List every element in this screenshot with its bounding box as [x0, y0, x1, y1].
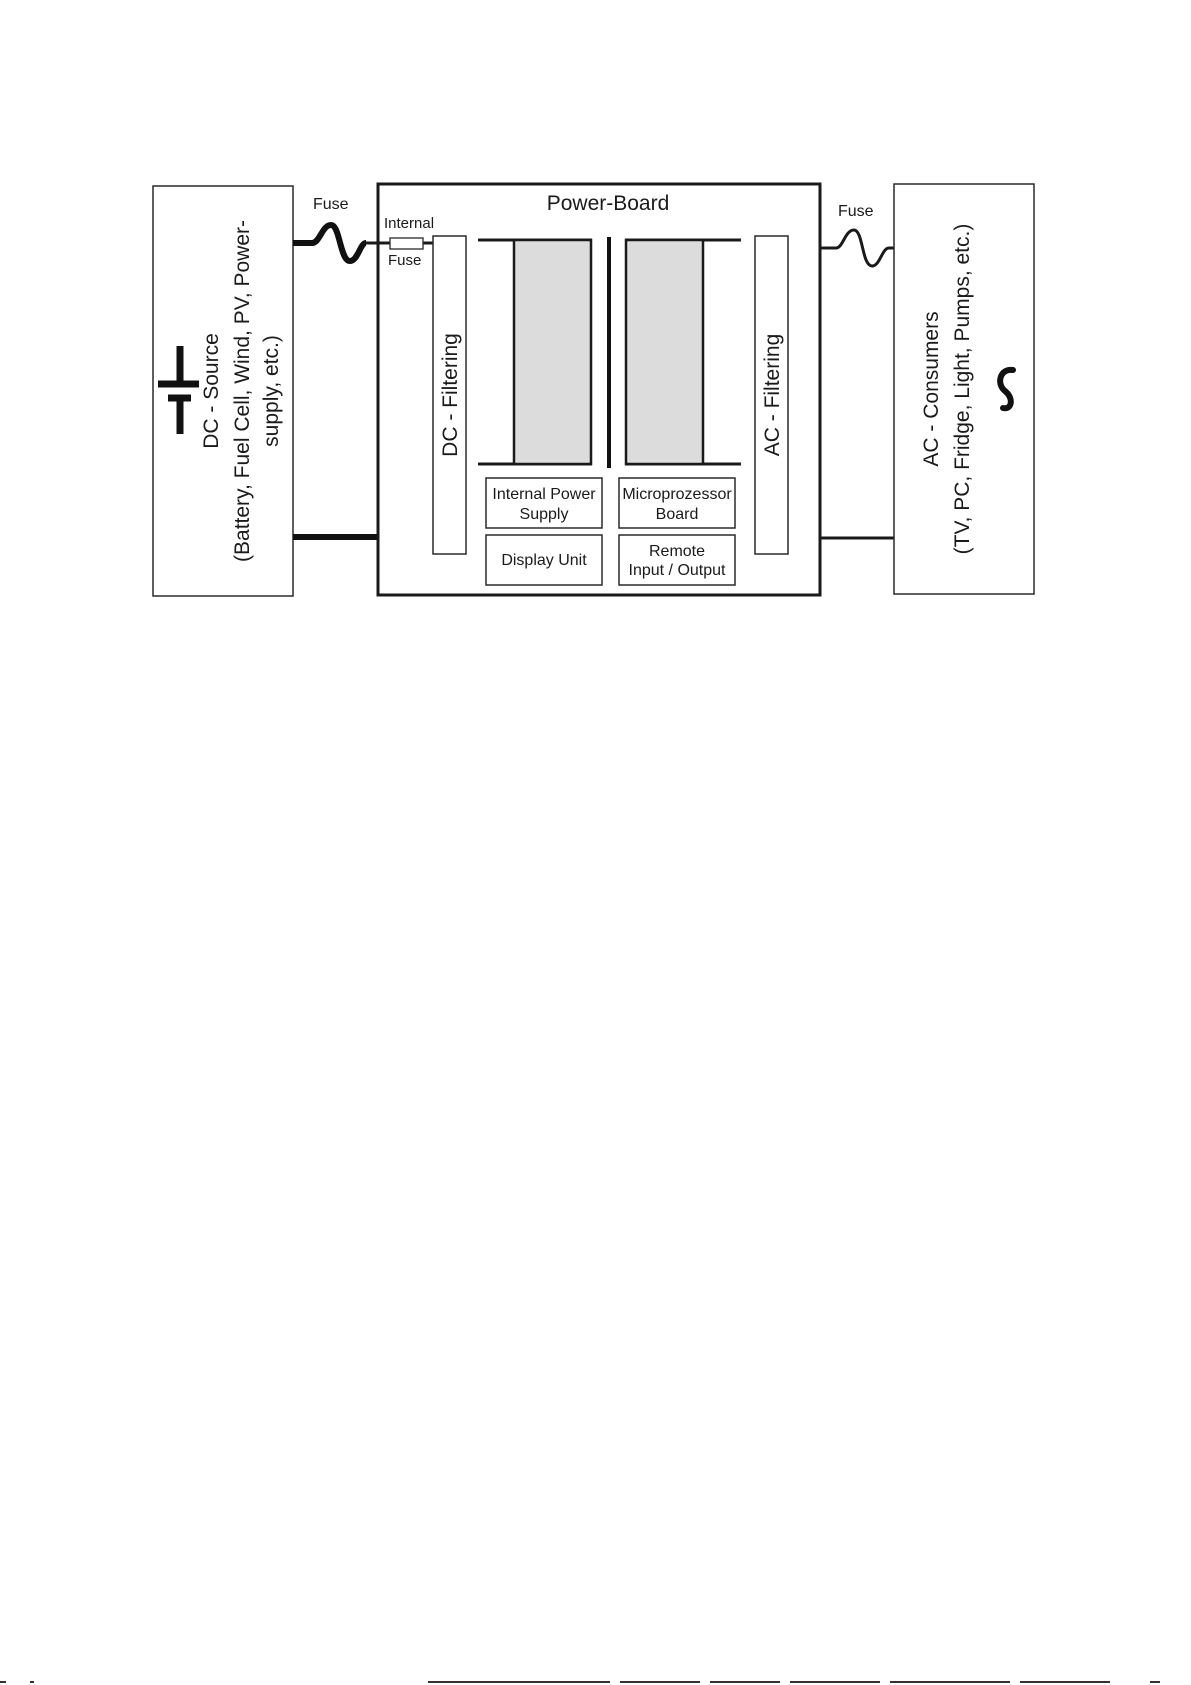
dc-source-block: DC - Source (Battery, Fuel Cell, Wind, P… [153, 186, 293, 596]
microprozessor-board-module: Microprozessor Board [619, 478, 735, 528]
internal-fuse-icon [390, 238, 423, 249]
display-unit-label: Display Unit [501, 552, 587, 569]
fuse-symbol-icon [312, 225, 366, 261]
dc-source-examples-line2: supply, etc.) [260, 335, 283, 447]
display-unit-module: Display Unit [486, 535, 602, 585]
remote-io-module: Remote Input / Output [619, 535, 735, 585]
fuse-symbol-right-icon [836, 230, 889, 266]
dc-source-examples-line1: (Battery, Fuel Cell, Wind, PV, Power- [231, 220, 254, 562]
transformer [478, 237, 741, 468]
left-fuse: Fuse [293, 196, 378, 261]
ac-filtering-label: AC - Filtering [761, 334, 784, 457]
remote-io-line1: Remote [649, 543, 705, 560]
ac-consumers-block: AC - Consumers (TV, PC, Fridge, Light, P… [894, 184, 1034, 594]
microprozessor-board-line1: Microprozessor [622, 486, 732, 503]
dc-filtering-label: DC - Filtering [439, 333, 462, 457]
power-board: Power-Board Internal Fuse DC - Filtering… [378, 184, 820, 595]
internal-power-supply-module: Internal Power Supply [486, 478, 602, 528]
internal-fuse-label-bottom: Fuse [388, 252, 421, 269]
right-fuse-label: Fuse [838, 203, 874, 220]
dc-source-title: DC - Source [200, 333, 223, 449]
left-fuse-label: Fuse [313, 196, 349, 213]
remote-io-line2: Input / Output [629, 562, 727, 579]
microprozessor-board-line2: Board [656, 506, 699, 523]
internal-fuse-label-top: Internal [384, 215, 434, 232]
internal-power-supply-line1: Internal Power [492, 486, 596, 503]
internal-power-supply-line2: Supply [520, 506, 569, 523]
right-fuse: Fuse [820, 203, 894, 266]
transformer-core-left [514, 240, 591, 464]
transformer-core-right [626, 240, 703, 464]
power-board-title: Power-Board [547, 192, 670, 215]
ac-consumers-title: AC - Consumers [920, 311, 943, 466]
ac-consumers-examples: (TV, PC, Fridge, Light, Pumps, etc.) [951, 224, 974, 555]
